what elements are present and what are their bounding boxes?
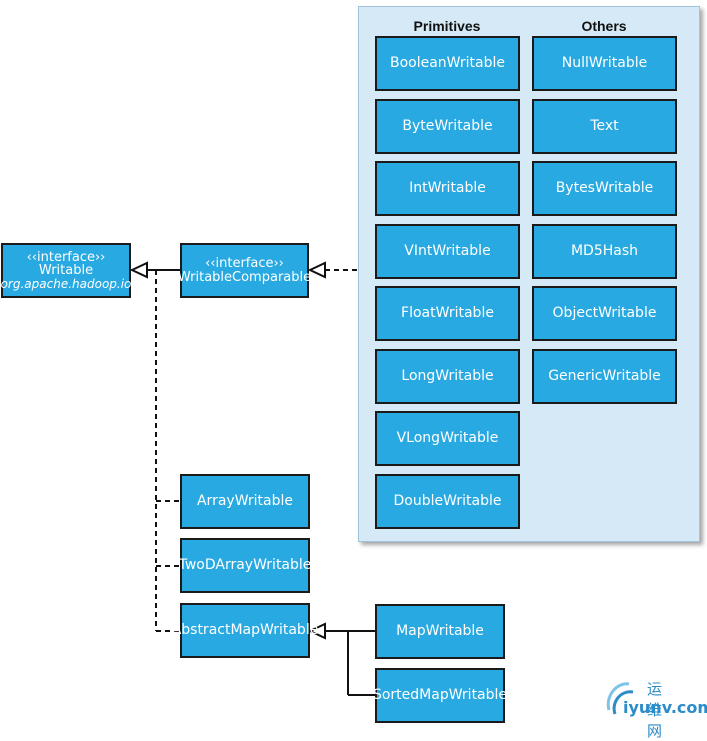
map-writable-box: MapWritable (375, 604, 505, 659)
connector-lines (129, 261, 375, 696)
primitive-box: VLongWritable (375, 411, 520, 466)
primitive-box: ByteWritable (375, 99, 520, 154)
watermark: 运维网 iyunv.com (603, 676, 707, 740)
primitive-box: LongWritable (375, 349, 520, 404)
writable-comparable-name: WritableComparable (177, 269, 312, 285)
writable-comparable-interface-box: ‹‹interface›› WritableComparable (177, 243, 312, 298)
other-box: Text (532, 99, 677, 154)
other-box: ObjectWritable (532, 286, 677, 341)
primitive-box: DoubleWritable (375, 474, 520, 529)
twod-array-writable-box: TwoDArrayWritable (179, 538, 311, 593)
other-box: GenericWritable (532, 349, 677, 404)
sorted-map-writable-box: SortedMapWritable (373, 668, 507, 723)
watermark-logo-icon (606, 682, 634, 715)
primitive-box: FloatWritable (375, 286, 520, 341)
other-box: MD5Hash (532, 224, 677, 279)
others-header: Others (581, 18, 627, 34)
primitive-box: VIntWritable (375, 224, 520, 279)
writable-package: org.apache.hadoop.io (0, 276, 132, 291)
array-writable-box: ArrayWritable (180, 474, 310, 529)
writable-stereotype: ‹‹interface›› (26, 249, 106, 265)
other-box: NullWritable (532, 36, 677, 91)
other-box: BytesWritable (532, 161, 677, 216)
writable-interface-box: ‹‹interface›› Writable org.apache.hadoop… (1, 243, 131, 298)
writable-name: Writable (38, 263, 94, 279)
primitives-header: Primitives (413, 18, 481, 34)
writable-comparable-stereotype: ‹‹interface›› (205, 255, 284, 271)
watermark-en: iyunv.com (623, 698, 707, 717)
primitive-box: BooleanWritable (375, 36, 520, 91)
abstract-map-writable-box: AbstractMapWritable (172, 603, 318, 658)
primitive-box: IntWritable (375, 161, 520, 216)
